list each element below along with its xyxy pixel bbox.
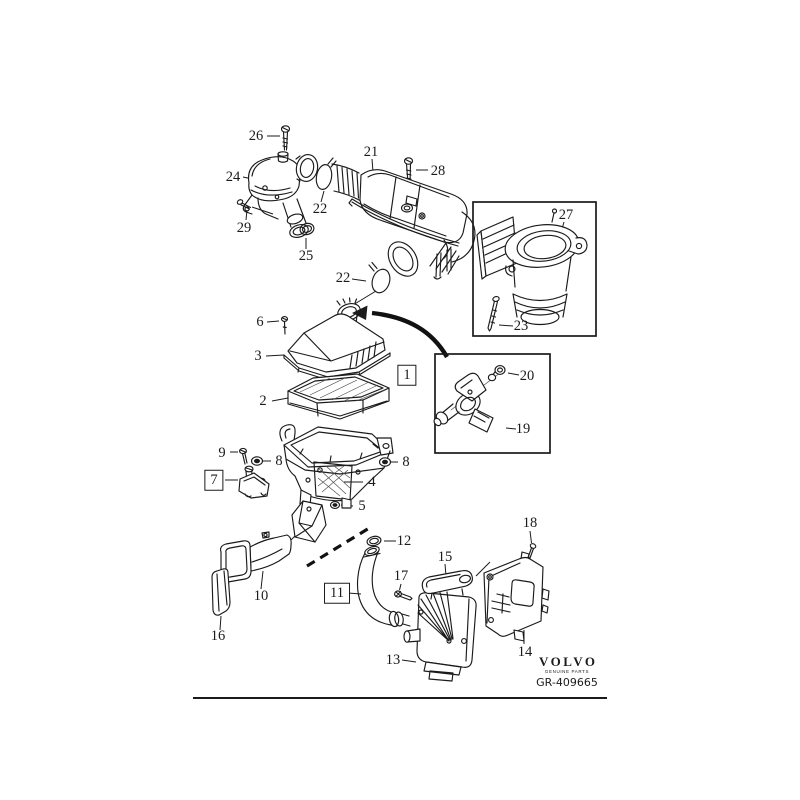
part-label-4: 4 (368, 473, 376, 490)
part-label-11-boxed: 11 (324, 582, 350, 604)
part-13-resonator (403, 591, 477, 682)
part-label-27: 27 (558, 206, 574, 223)
part-label-29: 29 (236, 219, 252, 236)
detail-box-sensor (433, 353, 551, 454)
part-label-2: 2 (259, 392, 267, 409)
part-label-28: 28 (430, 162, 446, 179)
part-label-8-right: 8 (402, 453, 410, 470)
part-label-23: 23 (513, 317, 529, 334)
part-10-duct (219, 531, 292, 583)
part-label-19: 19 (515, 420, 531, 437)
part-3-cover (283, 313, 391, 381)
part-label-13: 13 (385, 651, 401, 668)
volvo-wordmark: VOLVO (539, 654, 598, 669)
oring-25 (299, 222, 315, 236)
part-11-hose (356, 545, 411, 628)
part-4-housing (279, 424, 394, 543)
part-label-17: 17 (393, 567, 409, 584)
part-label-9: 9 (218, 444, 226, 461)
part-label-8-left: 8 (275, 452, 283, 469)
part-label-12: 12 (396, 532, 412, 549)
grommet-8-right (378, 457, 392, 467)
part-label-22-upper: 22 (312, 200, 328, 217)
part-label-20: 20 (519, 367, 535, 384)
part-24-drawing (242, 151, 319, 238)
part-label-25: 25 (298, 247, 314, 264)
part-label-1-boxed: 1 (397, 364, 417, 386)
detail-box-throttle (472, 201, 597, 337)
part-label-21: 21 (363, 143, 379, 160)
drawing-number: GR-409665 (536, 676, 598, 689)
screw-28 (403, 157, 414, 184)
part-21-drawing (331, 163, 476, 280)
part-label-22-lower: 22 (335, 269, 351, 286)
footer-logo-block: VOLVO GENUINE PARTS GR-409665 (526, 654, 608, 689)
part-label-15: 15 (437, 548, 453, 565)
clamp-22-lower (368, 261, 391, 294)
screw-26 (280, 125, 291, 151)
part-label-5: 5 (358, 497, 366, 514)
screw-6 (280, 316, 289, 335)
grommet-5 (329, 501, 341, 509)
part-label-16: 16 (210, 627, 226, 644)
bolt-23 (487, 295, 500, 332)
part-label-26: 26 (248, 127, 264, 144)
oring-12 (366, 535, 382, 547)
part-label-24: 24 (225, 168, 241, 185)
part-label-3: 3 (254, 347, 262, 364)
part-7-bracket (238, 465, 270, 499)
part-label-7-boxed: 7 (204, 469, 224, 491)
pointer-arrow (352, 305, 449, 359)
screw-29 (236, 199, 252, 210)
part-label-14: 14 (517, 643, 533, 660)
leader-lines (219, 135, 565, 663)
assembly-dashed-line (306, 525, 372, 568)
part-15-snout (421, 569, 473, 600)
genuine-parts-text: GENUINE PARTS (544, 669, 590, 674)
screw-17 (394, 590, 413, 601)
part-16-panel (211, 568, 231, 616)
part-label-18: 18 (522, 514, 538, 531)
screw-18 (527, 543, 537, 559)
screw-9 (239, 447, 248, 465)
part-2-filter (287, 373, 390, 420)
part-label-10: 10 (253, 587, 269, 604)
part-14-bracket (483, 551, 550, 642)
grommet-8-left (250, 456, 264, 466)
part-label-6: 6 (256, 313, 264, 330)
